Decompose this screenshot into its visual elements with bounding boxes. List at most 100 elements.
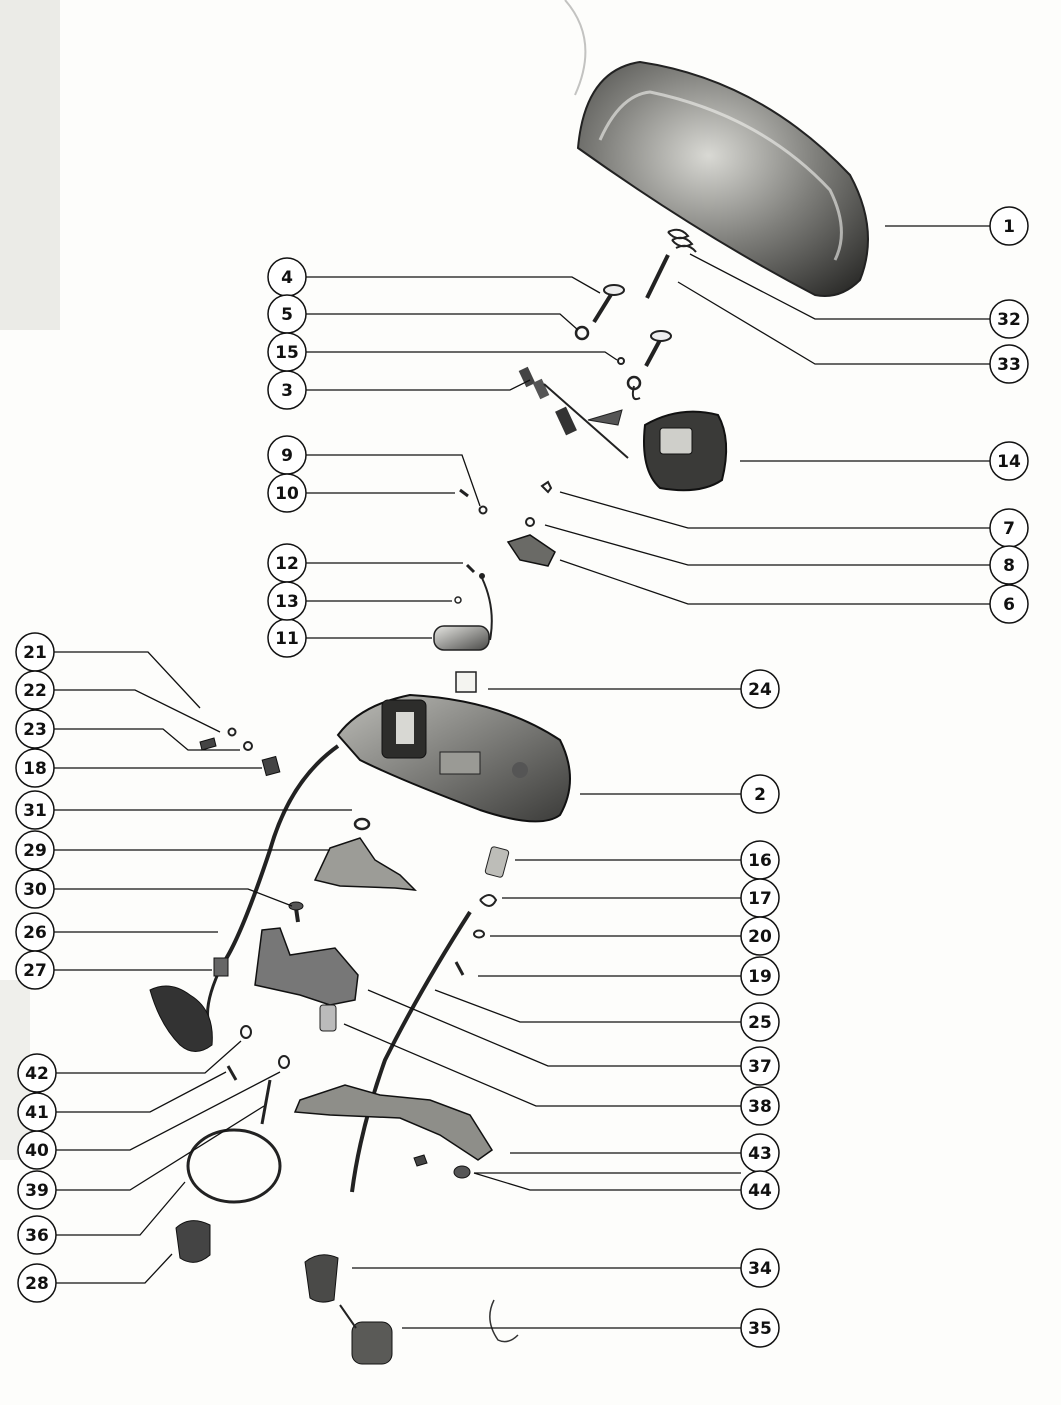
callout-35: 35 (740, 1308, 780, 1348)
callout-label: 29 (23, 841, 47, 861)
washer-part (574, 325, 590, 341)
callout-39: 39 (17, 1170, 57, 1210)
callout-1: 1 (989, 206, 1029, 246)
screw-part (413, 1154, 428, 1167)
callout-6: 6 (989, 584, 1029, 624)
callout-label: 36 (25, 1226, 49, 1246)
callout-17: 17 (740, 878, 780, 918)
callout-14: 14 (989, 441, 1029, 481)
washer-part (617, 357, 625, 365)
callout-label: 42 (25, 1064, 49, 1084)
callout-label: 35 (748, 1319, 772, 1339)
callout-13: 13 (267, 581, 307, 621)
callout-label: 22 (23, 681, 47, 701)
callout-label: 21 (23, 643, 47, 663)
callout-33: 33 (989, 344, 1029, 384)
hose-elbow-part (304, 1254, 339, 1303)
callout-22: 22 (15, 670, 55, 710)
callout-label: 26 (23, 923, 47, 943)
callout-label: 20 (748, 927, 772, 947)
bolt-part (260, 1079, 272, 1125)
callout-37: 37 (740, 1046, 780, 1086)
callout-label: 19 (748, 967, 772, 987)
bushing-part (484, 846, 510, 878)
washer-part (454, 596, 462, 604)
screw-part (540, 480, 553, 494)
callout-label: 11 (275, 629, 299, 649)
washer-part (478, 505, 488, 515)
pin-part (645, 254, 670, 299)
callout-31: 31 (15, 790, 55, 830)
callout-label: 32 (997, 310, 1021, 330)
callout-10: 10 (267, 473, 307, 513)
callout-label: 31 (23, 801, 47, 821)
callout-label: 24 (748, 680, 772, 700)
callout-label: 40 (25, 1141, 49, 1161)
wire-clip-part (489, 1299, 519, 1343)
callout-7: 7 (989, 508, 1029, 548)
callout-27: 27 (15, 950, 55, 990)
callout-40: 40 (17, 1130, 57, 1170)
lower-cowl-part (336, 693, 571, 823)
callout-label: 18 (23, 759, 47, 779)
capacitor-part (433, 573, 493, 651)
callout-30: 30 (15, 869, 55, 909)
spring-part (667, 228, 697, 253)
callout-label: 9 (281, 446, 293, 466)
screw-part (226, 1065, 238, 1081)
callout-20: 20 (740, 916, 780, 956)
callout-label: 1 (1003, 217, 1015, 237)
callout-44: 44 (740, 1170, 780, 1210)
callout-38: 38 (740, 1086, 780, 1126)
callout-18: 18 (15, 748, 55, 788)
screw-part (465, 563, 476, 574)
callout-29: 29 (15, 830, 55, 870)
callout-label: 4 (281, 268, 293, 288)
screw-part (454, 961, 465, 976)
callout-19: 19 (740, 956, 780, 996)
callout-42: 42 (17, 1053, 57, 1093)
callout-label: 30 (23, 880, 47, 900)
callout-21: 21 (15, 632, 55, 672)
washer-part (278, 1055, 290, 1069)
motor-cover-part (576, 60, 869, 297)
throttle-cable-part (149, 744, 340, 1052)
starter-grip-part (643, 410, 728, 492)
screw-part (199, 737, 217, 751)
linkage-bracket-part (518, 366, 641, 459)
callout-label: 16 (748, 851, 772, 871)
callout-label: 12 (275, 554, 299, 574)
callout-label: 7 (1003, 519, 1015, 539)
callout-label: 39 (25, 1181, 49, 1201)
callout-3: 3 (267, 370, 307, 410)
washer-part (243, 741, 253, 751)
callout-label: 5 (281, 305, 293, 325)
callout-label: 37 (748, 1057, 772, 1077)
mounting-plate-part (293, 1084, 494, 1161)
switch-clip-part (506, 534, 556, 567)
callout-12: 12 (267, 543, 307, 583)
callout-label: 6 (1003, 595, 1015, 615)
callout-label: 33 (997, 355, 1021, 375)
washer-part (525, 517, 535, 527)
callout-label: 14 (997, 452, 1021, 472)
callout-label: 2 (754, 785, 766, 805)
throttle-lever-part (254, 927, 359, 1006)
screw-part (459, 488, 469, 498)
callout-16: 16 (740, 840, 780, 880)
callout-label: 27 (23, 961, 47, 981)
callout-label: 23 (23, 720, 47, 740)
gasket-ring-part (186, 1128, 282, 1204)
bushing-part (319, 1004, 337, 1032)
callout-4: 4 (267, 257, 307, 297)
callout-label: 15 (275, 343, 299, 363)
callout-24: 24 (740, 669, 780, 709)
o-ring-part (240, 1025, 252, 1039)
callout-36: 36 (17, 1215, 57, 1255)
o-ring-part (353, 817, 371, 831)
clamp-part (261, 755, 281, 777)
sleeve-part (455, 671, 477, 693)
callout-34: 34 (740, 1248, 780, 1288)
